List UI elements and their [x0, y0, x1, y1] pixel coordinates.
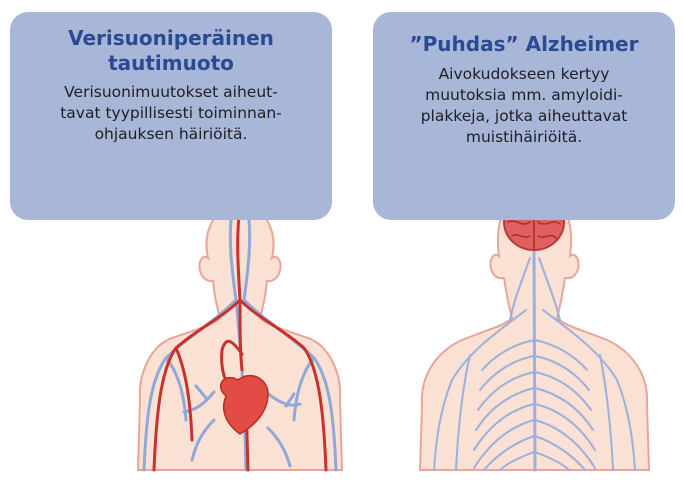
- alzheimer-body-line: plakkeja, jotka aiheuttavat: [421, 107, 628, 125]
- pure-alzheimer-description: Aivokudokseen kertyy muutoksia mm. amylo…: [385, 64, 663, 148]
- vascular-title-line-1: Verisuoniperäinen: [68, 26, 274, 50]
- nervous-system-figure: [420, 186, 649, 470]
- vascular-type-card: Verisuoniperäinen tautimuoto Verisuonimu…: [10, 12, 332, 220]
- vascular-body-line: ohjauksen häiriöitä.: [95, 125, 248, 143]
- alzheimer-body-line: muutoksia mm. amyloidi-: [425, 86, 623, 104]
- vascular-type-description: Verisuonimuutokset aiheut- tavat tyypill…: [26, 82, 316, 145]
- vascular-body-line: Verisuonimuutokset aiheut-: [64, 83, 278, 101]
- vascular-body-figure: [138, 201, 342, 470]
- vascular-title-line-2: tautimuoto: [108, 51, 234, 75]
- alzheimer-body-line: muistihäiriöitä.: [466, 128, 582, 146]
- pure-alzheimer-title: ”Puhdas” Alzheimer: [385, 32, 663, 57]
- alzheimer-body-line: Aivokudokseen kertyy: [439, 65, 610, 83]
- pure-alzheimer-card: ”Puhdas” Alzheimer Aivokudokseen kertyy …: [373, 12, 675, 220]
- vascular-type-title: Verisuoniperäinen tautimuoto: [26, 26, 316, 76]
- vascular-body-line: tavat tyypillisesti toiminnan-: [60, 104, 282, 122]
